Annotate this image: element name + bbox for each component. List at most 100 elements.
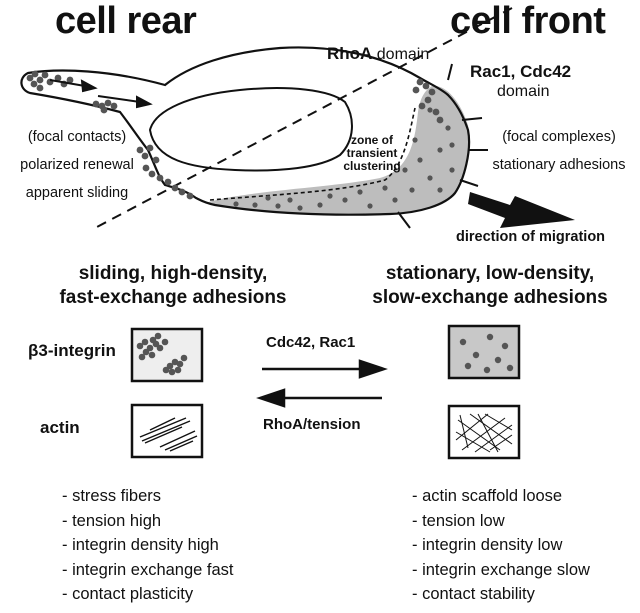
adhesion-dot <box>178 188 186 196</box>
adhesion-dot <box>156 174 164 182</box>
adhesion-dot <box>31 70 39 78</box>
adhesion-dot <box>142 348 150 356</box>
adhesion-dot <box>138 353 146 361</box>
adhesion-dot <box>152 340 160 348</box>
adhesion-dot <box>142 164 150 172</box>
adhesion-dot <box>92 100 100 108</box>
list-item: - integrin density low <box>412 536 563 554</box>
adhesion-dot <box>464 362 472 370</box>
adhesion-dot <box>327 193 333 199</box>
adhesion-dot <box>382 185 388 191</box>
list-item: - integrin exchange slow <box>412 560 590 579</box>
list-item: - tension low <box>412 511 505 530</box>
stress-fibers <box>139 417 198 452</box>
adhesion-dot <box>154 332 162 340</box>
front-feature-list: - actin scaffold loose - tension low - i… <box>412 484 590 607</box>
adhesion-dot <box>402 167 408 173</box>
adhesion-dot <box>164 178 172 186</box>
adhesion-dot <box>424 96 432 104</box>
front-gray-region <box>205 85 470 214</box>
adhesion-dot <box>392 197 398 203</box>
adhesion-dot <box>233 201 239 207</box>
migration-arrow <box>468 192 575 228</box>
adhesion-dot <box>432 108 440 116</box>
adhesion-dot <box>136 342 144 350</box>
rear-feature-list: - stress fibers - tension high - integri… <box>62 484 234 607</box>
rear-adhesion-dots <box>26 70 444 200</box>
adhesion-dot <box>146 344 154 352</box>
adhesion-dot <box>148 170 156 178</box>
front-spikes <box>397 63 488 229</box>
adhesion-dot <box>168 368 176 376</box>
adhesion-dot <box>422 82 430 90</box>
list-item: - actin scaffold loose <box>412 487 563 505</box>
adhesion-dot <box>494 356 502 364</box>
adhesion-dot <box>416 78 424 86</box>
adhesion-dot <box>506 364 514 372</box>
cell-rear-title: cell rear <box>55 0 197 42</box>
integrin-row-label: β3-integrin <box>28 341 116 360</box>
adhesion-dot <box>186 192 194 200</box>
adhesion-dot <box>436 116 444 124</box>
adhesion-dot <box>152 156 160 164</box>
adhesion-dot <box>486 333 494 341</box>
adhesion-dot <box>141 152 149 160</box>
adhesion-dot <box>180 354 188 362</box>
rac-cdc42-label: Rac1, Cdc42 <box>470 62 572 81</box>
adhesion-dot <box>66 76 74 84</box>
nucleus <box>148 87 353 172</box>
migration-label: direction of migration <box>456 229 606 245</box>
adhesion-dot <box>162 366 170 374</box>
adhesion-dot <box>174 366 182 374</box>
adhesion-dot <box>297 205 303 211</box>
cell-outline <box>20 46 471 216</box>
backward-arrow-label: RhoA/tension <box>263 416 361 433</box>
adhesion-dot <box>41 71 49 79</box>
front-adhesion-dots <box>233 107 455 211</box>
left-header: sliding, high-density,fast-exchange adhe… <box>59 263 287 308</box>
adhesion-dot <box>342 197 348 203</box>
adhesion-dot <box>171 184 179 192</box>
list-item: - integrin exchange fast <box>62 560 234 579</box>
front-integrin-dots <box>459 333 514 374</box>
forward-arrow-label: Cdc42, Rac1 <box>266 334 356 351</box>
front-actin-box <box>447 404 521 460</box>
adhesion-dot <box>501 342 509 350</box>
adhesion-dot <box>287 197 293 203</box>
adhesion-dot <box>54 74 62 82</box>
domain-divider-line <box>94 7 513 229</box>
adhesion-dot <box>146 144 154 152</box>
adhesion-dot <box>367 203 373 209</box>
adhesion-dot <box>161 338 169 346</box>
adhesion-dot <box>104 99 112 107</box>
adhesion-dot <box>445 125 451 131</box>
list-item: - stress fibers <box>62 487 162 505</box>
adhesion-dot <box>36 76 44 84</box>
adhesion-dot <box>100 106 108 114</box>
adhesion-dot <box>317 202 323 208</box>
actin-row-label: actin <box>40 418 80 437</box>
front-notes: (focal complexes)stationary adhesions <box>492 129 626 173</box>
rear-integrin-clusters <box>136 332 188 376</box>
adhesion-dot <box>449 142 455 148</box>
adhesion-dot <box>437 147 443 153</box>
adhesion-dot <box>427 107 433 113</box>
list-item: - tension high <box>62 511 162 530</box>
list-item: - contact stability <box>412 585 535 603</box>
adhesion-dot <box>427 175 433 181</box>
adhesion-dot <box>449 167 455 173</box>
tail-arrows <box>49 79 153 109</box>
zone-boundary <box>209 107 416 201</box>
adhesion-dot <box>141 338 149 346</box>
adhesion-dot <box>417 157 423 163</box>
exchange-arrows <box>256 359 388 408</box>
adhesion-dot <box>171 358 179 366</box>
adhesion-dot <box>437 187 443 193</box>
adhesion-dot <box>148 351 156 359</box>
adhesion-dot <box>418 102 426 110</box>
actin-mesh <box>455 413 513 453</box>
adhesion-dot <box>26 74 34 82</box>
